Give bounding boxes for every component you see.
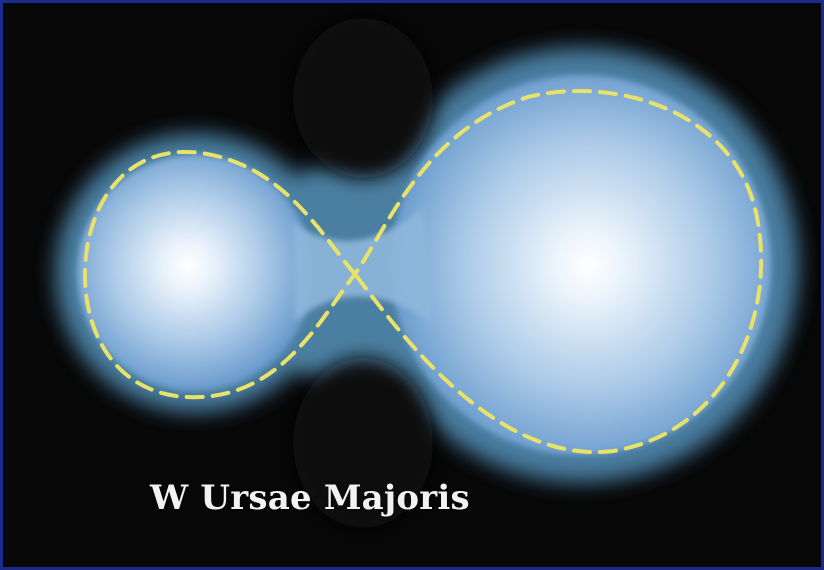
right-star [391,75,771,455]
left-star [77,155,313,391]
neck-shadow-top [293,18,433,178]
image-caption: W Ursae Majoris [150,481,470,515]
